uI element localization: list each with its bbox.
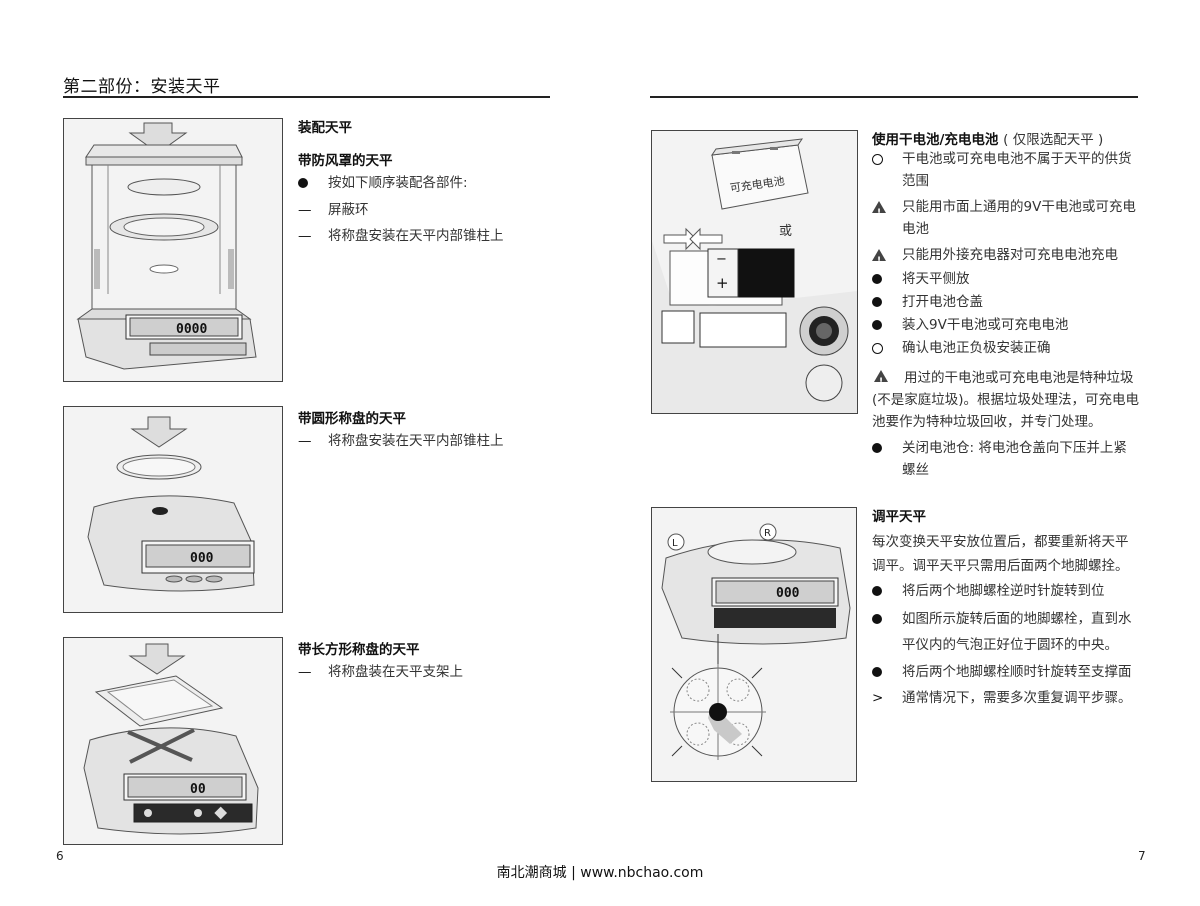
figure-rect-pan-balance: 00 <box>63 637 283 845</box>
bullet-dot-icon <box>872 291 902 314</box>
draftshield-lines: 按如下顺序装配各部件: —屏蔽环 —将称盘安装在天平内部锥柱上 <box>298 172 548 247</box>
round-pan-subtitle: 带圆形称盘的天平 <box>298 411 406 427</box>
figure-draftshield-balance: 0000 <box>63 118 283 382</box>
list-item: 按如下顺序装配各部件: <box>298 172 548 195</box>
bullet-dot-icon <box>872 606 902 658</box>
bullet-dot-icon <box>872 268 902 291</box>
list-item: 将天平侧放 <box>872 268 1140 291</box>
list-item: —将称盘安装在天平内部锥柱上 <box>298 430 548 452</box>
list-item: >通常情况下，需要多次重复调平步骤。 <box>872 687 1140 709</box>
rect-pan-subtitle: 带长方形称盘的天平 <box>298 642 420 658</box>
list-item: 如图所示旋转后面的地脚螺栓，直到水平仪内的气泡正好位于圆环的中央。 <box>872 606 1140 658</box>
footer-credit: 南北潮商城 | www.nbchao.com <box>496 865 704 881</box>
figure3-display-reading: 00 <box>190 782 206 797</box>
left-header-rule <box>63 96 550 98</box>
list-item: —将称盘装在天平支架上 <box>298 661 548 683</box>
figure-round-pan-balance: 000 <box>63 406 283 613</box>
figure1-display-reading: 0000 <box>176 322 207 337</box>
list-item: 只能用市面上通用的9V干电池或可充电电池 <box>872 196 1140 240</box>
section-title: 第二部份：安装天平 <box>63 77 221 97</box>
list-item: 将后两个地脚螺栓逆时针旋转到位 <box>872 580 1140 603</box>
warning-icon <box>872 244 902 272</box>
battery-lines: 干电池或可充电电池不属于天平的供货范围 只能用市面上通用的9V干电池或可充电电池… <box>872 148 1140 481</box>
battery-minus-sign: − <box>716 252 727 267</box>
figure-leveling: L R 000 <box>651 507 857 782</box>
right-header-rule <box>650 96 1138 98</box>
draftshield-subtitle: 带防风罩的天平 <box>298 153 393 169</box>
list-item: —屏蔽环 <box>298 199 548 221</box>
list-item: 只能用外接充电器对可充电电池充电 <box>872 244 1140 272</box>
bullet-dot-icon <box>872 314 902 337</box>
figure4-display-reading: 000 <box>776 586 800 601</box>
round-pan-lines: —将称盘安装在天平内部锥柱上 <box>298 430 548 452</box>
circle-marker-icon <box>872 148 902 192</box>
warning-icon <box>874 370 888 393</box>
list-item: 打开电池仓盖 <box>872 291 1140 314</box>
bullet-dot-icon <box>872 580 902 603</box>
dash-marker: — <box>298 202 312 218</box>
bullet-dot-icon <box>298 172 328 195</box>
battery-title-note: ( 仅限选配天平 ) <box>1003 132 1104 148</box>
rect-pan-lines: —将称盘装在天平支架上 <box>298 661 548 683</box>
dash-marker: — <box>298 433 312 449</box>
battery-title: 使用干电池/充电电池 ( 仅限选配天平 ) <box>872 132 1104 148</box>
dash-marker: — <box>298 228 312 244</box>
list-item: 将后两个地脚螺栓顺时针旋转至支撑面 <box>872 661 1140 684</box>
or-label: 或 <box>779 224 792 239</box>
circle-marker-icon <box>872 337 902 361</box>
disposal-paragraph: 用过的干电池或可充电电池是特种垃圾(不是家庭垃圾)。根据垃圾处理法，可充电电池要… <box>872 365 1140 433</box>
list-item: —将称盘安装在天平内部锥柱上 <box>298 225 548 247</box>
leveling-intro: 每次变换天平安放位置后，都要重新将天平调平。调平天平只需用后面两个地脚螺拴。 <box>872 534 1129 574</box>
battery-plus-sign: + <box>716 274 729 292</box>
dash-marker: — <box>298 664 312 680</box>
leveling-foot-right-label: R <box>764 528 771 539</box>
leveling-foot-left-label: L <box>672 538 678 549</box>
list-item: 关闭电池仓: 将电池仓盖向下压并上紧螺丝 <box>872 437 1140 481</box>
figure2-display-reading: 000 <box>190 551 214 566</box>
bullet-dot-icon <box>872 437 902 481</box>
assembly-title: 装配天平 <box>298 120 352 136</box>
list-item: 确认电池正负极安装正确 <box>872 337 1140 361</box>
bullet-dot-icon <box>872 661 902 684</box>
left-page-number: 6 <box>56 849 64 863</box>
right-page-number: 7 <box>1138 849 1146 863</box>
leveling-title: 调平天平 <box>872 509 926 525</box>
arrow-marker: > <box>872 690 884 706</box>
figure-battery-compartment: 可充电电池 或 − + <box>651 130 858 414</box>
list-item: 干电池或可充电电池不属于天平的供货范围 <box>872 148 1140 192</box>
leveling-lines: 将后两个地脚螺栓逆时针旋转到位 如图所示旋转后面的地脚螺栓，直到水平仪内的气泡正… <box>872 580 1140 709</box>
warning-icon <box>872 196 902 240</box>
list-item: 装入9V干电池或可充电电池 <box>872 314 1140 337</box>
